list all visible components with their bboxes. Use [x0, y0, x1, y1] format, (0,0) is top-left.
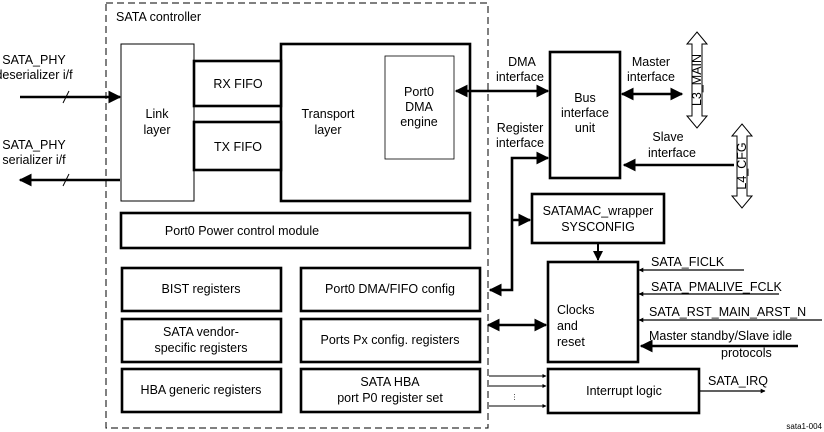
clocks-reset-block	[546, 260, 640, 364]
dma-engine-label-1: Port0	[404, 85, 434, 99]
sata-controller-region	[105, 2, 489, 429]
master-interface-label-2: interface	[627, 70, 675, 84]
bus-interface-unit-label-2: interface	[561, 106, 609, 120]
transport-layer-label-2: layer	[314, 123, 341, 137]
tx-fifo-label: TX FIFO	[214, 140, 262, 154]
ports-config-block	[299, 317, 482, 364]
hba-generic-registers-block	[120, 367, 283, 414]
bus-interface-unit-label-3: unit	[575, 121, 596, 135]
satamac-wrapper-block	[530, 192, 666, 245]
hba-port-register-set-label-1: SATA HBA	[360, 375, 420, 389]
bus-interface-unit-label-1: Bus	[574, 91, 596, 105]
phy-serializer-label-2: serializer i/f	[2, 153, 66, 167]
interrupt-logic-block	[546, 367, 701, 415]
dma-fifo-config-block	[299, 266, 482, 313]
transport-layer-label-1: Transport	[301, 107, 355, 121]
clocks-reset-label-3: reset	[557, 335, 585, 349]
phy-serializer-label-1: SATA_PHY	[2, 138, 66, 152]
rx-fifo-block	[192, 59, 283, 108]
slave-interface-label-1: Slave	[652, 130, 683, 144]
l4-cfg-label: L4_CFG	[735, 142, 749, 189]
l4-cfg-bus-shape	[730, 123, 754, 209]
interrupt-logic-label: Interrupt logic	[586, 384, 662, 398]
standby-protocol-label-1: Master standby/Slave idle	[649, 329, 792, 343]
satamac-wrapper-label-2: SYSCONFIG	[561, 220, 635, 234]
dma-fifo-config-label: Port0 DMA/FIFO config	[325, 282, 455, 296]
vendor-registers-label-2: specific registers	[154, 341, 247, 355]
vendor-registers-label-1: SATA vendor-	[163, 325, 239, 339]
sata-controller-label: SATA controller	[116, 10, 201, 24]
phy-serializer-bus-tick	[62, 173, 70, 187]
dma-interface-label-2: interface	[496, 70, 544, 84]
register-interface-bus	[488, 151, 550, 297]
bist-registers-block	[120, 266, 283, 313]
figure-id: sata1-004	[786, 422, 822, 431]
dma-interface-label-1: DMA	[508, 55, 536, 69]
tx-fifo-block	[192, 120, 283, 172]
clocks-reset-label-1: Clocks	[557, 303, 595, 317]
l3-main-label: L3_MAIN	[690, 54, 704, 106]
vendor-registers-block	[120, 317, 283, 364]
interrupt-input-ellipsis: …	[512, 393, 521, 401]
link-layer-block	[120, 43, 195, 202]
hba-generic-registers-label: HBA generic registers	[141, 383, 262, 397]
phy-deserializer-label-2: deserializer i/f	[0, 68, 73, 82]
hba-port-register-set-block	[299, 367, 482, 414]
ports-config-label: Ports Px config. registers	[321, 333, 460, 347]
standby-protocol-label-2: protocols	[721, 346, 772, 360]
power-control-module	[119, 211, 472, 250]
link-layer-label-1: Link	[146, 107, 170, 121]
phy-deserializer-bus-tick	[62, 90, 70, 104]
dma-engine-block	[384, 55, 455, 160]
satamac-wrapper-label-1: SATAMAC_wrapper	[543, 204, 654, 218]
sata-pmalive-label: SATA_PMALIVE_FCLK	[651, 280, 782, 294]
register-interface-label-2: interface	[496, 136, 544, 150]
l3-main-bus-shape	[685, 31, 709, 129]
link-layer-label-2: layer	[143, 123, 170, 137]
power-control-label: Port0 Power control module	[165, 224, 319, 238]
rx-fifo-label: RX FIFO	[213, 77, 263, 91]
sata-rst-label: SATA_RST_MAIN_ARST_N	[649, 305, 806, 319]
slave-interface-label-2: interface	[648, 146, 696, 160]
bist-registers-label: BIST registers	[162, 282, 241, 296]
register-interface-label-1: Register	[497, 121, 544, 135]
dma-engine-label-2: DMA	[405, 100, 433, 114]
bus-interface-unit-block	[548, 50, 622, 180]
master-interface-label-1: Master	[632, 55, 670, 69]
clocks-reset-label-2: and	[557, 319, 578, 333]
sata-irq-label: SATA_IRQ	[708, 374, 768, 388]
dma-engine-label-3: engine	[400, 115, 438, 129]
hba-port-register-set-label-2: port P0 register set	[337, 391, 443, 405]
sata-ficlk-label: SATA_FICLK	[651, 255, 725, 269]
phy-deserializer-label-1: SATA_PHY	[2, 53, 66, 67]
